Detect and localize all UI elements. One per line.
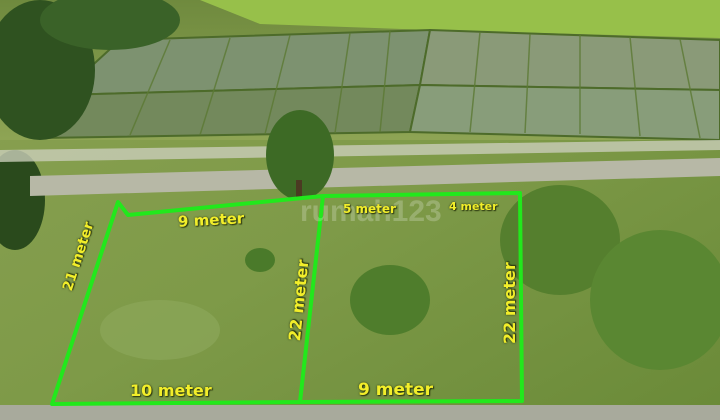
top-grass bbox=[200, 0, 720, 38]
label-left-bottom: 10 meter bbox=[130, 381, 212, 400]
label-right-bottom: 9 meter bbox=[358, 380, 434, 400]
watermark: rumah123 bbox=[300, 195, 442, 228]
bottom-road bbox=[0, 405, 720, 420]
label-right-top-a: 5 meter bbox=[343, 202, 396, 216]
label-left-top: 9 meter bbox=[177, 209, 245, 231]
dirt-road bbox=[30, 158, 720, 196]
embankment bbox=[0, 140, 720, 162]
trees-left bbox=[0, 0, 180, 250]
shrubs bbox=[100, 185, 720, 370]
label-right-top-b: 4 meter bbox=[449, 200, 498, 213]
label-right-right: 22 meter bbox=[500, 262, 519, 344]
tree-center bbox=[266, 110, 334, 200]
right-plot-outline bbox=[299, 191, 524, 404]
left-plot-outline bbox=[50, 194, 325, 406]
plot-boundaries bbox=[50, 191, 524, 406]
paddy-dividers bbox=[129, 30, 701, 139]
